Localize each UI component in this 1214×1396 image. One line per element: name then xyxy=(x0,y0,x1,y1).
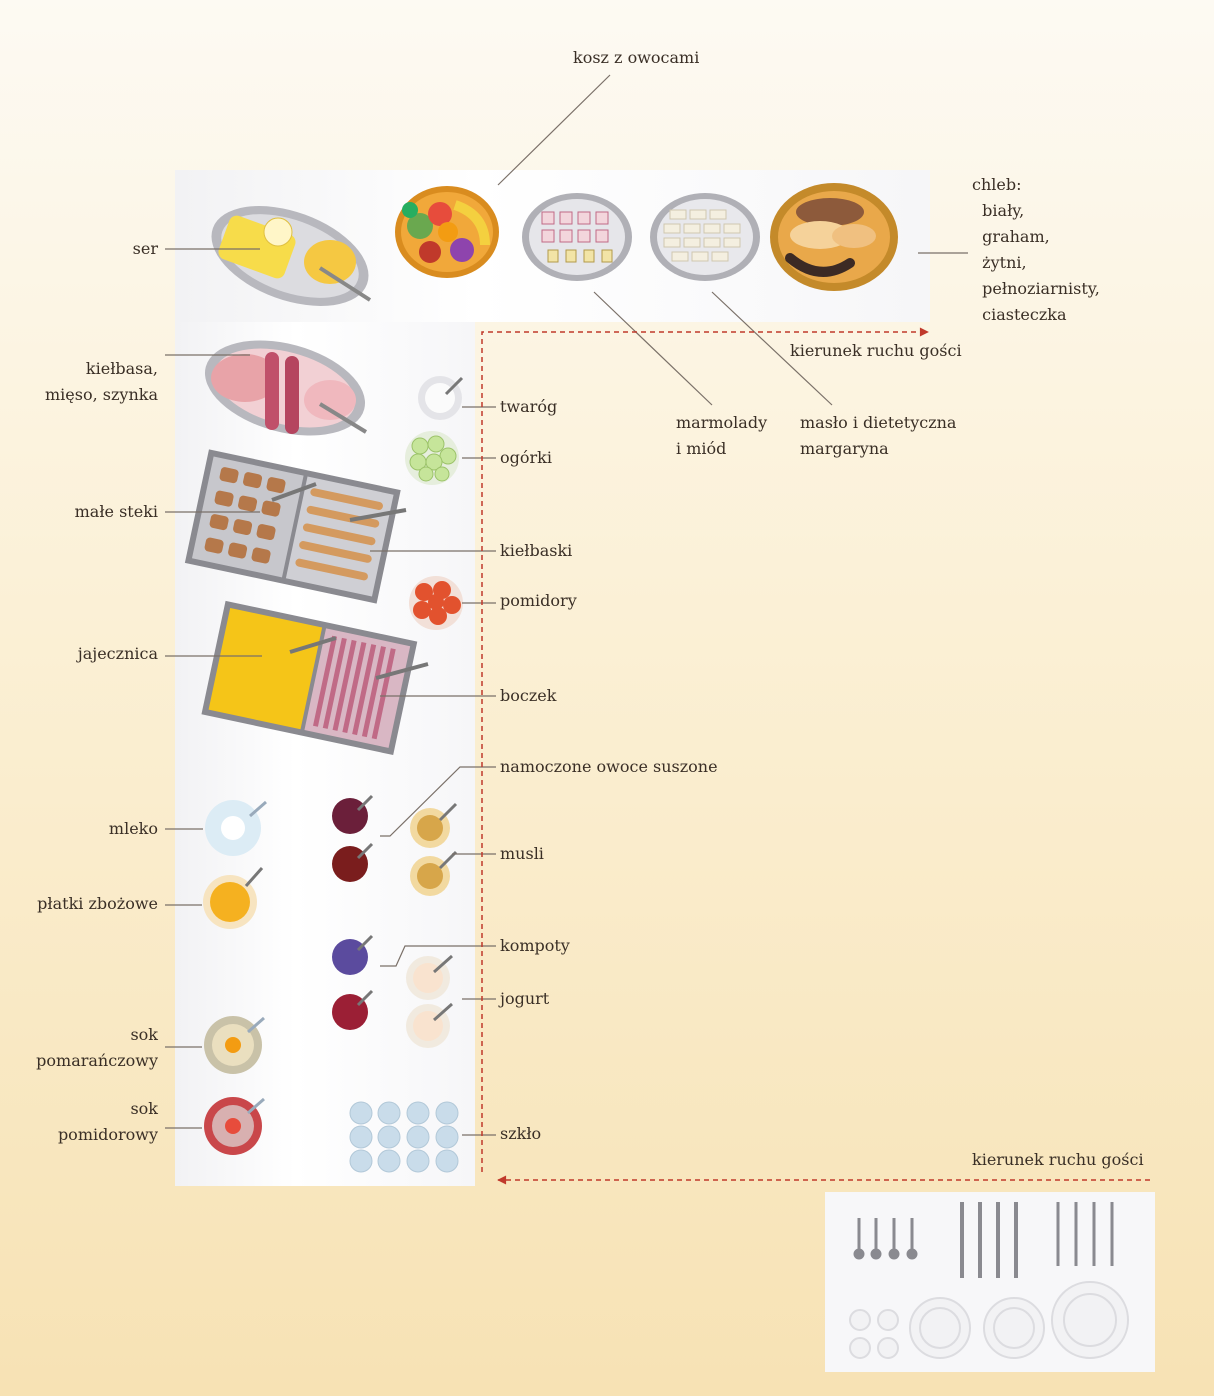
label-milk: mleko xyxy=(109,816,158,842)
label-tomato-juice: sok pomidorowy xyxy=(58,1096,158,1148)
label-steaks: małe steki xyxy=(75,499,158,525)
label-yogurt: jogurt xyxy=(500,986,549,1012)
label-guest-flow-bottom: kierunek ruchu gości xyxy=(972,1147,1144,1173)
label-cheese: ser xyxy=(133,236,158,262)
label-cereal: płatki zbożowe xyxy=(37,891,158,917)
label-scrambled-eggs: jajecznica xyxy=(78,641,158,667)
label-jams: marmolady i miód xyxy=(676,410,767,462)
label-tomatoes: pomidory xyxy=(500,588,577,614)
label-cold-meats: kiełbasa, mięso, szynka xyxy=(45,356,158,408)
label-bread: chleb: biały, graham, żytni, pełnoziarni… xyxy=(972,172,1100,328)
label-fruit-basket: kosz z owocami xyxy=(573,45,699,71)
label-orange-juice: sok pomarańczowy xyxy=(36,1022,158,1074)
label-curd: twaróg xyxy=(500,394,557,420)
label-compotes: kompoty xyxy=(500,933,570,959)
label-bacon: boczek xyxy=(500,683,556,709)
label-cucumbers: ogórki xyxy=(500,445,552,471)
label-guest-flow-top: kierunek ruchu gości xyxy=(790,338,962,364)
label-muesli: musli xyxy=(500,841,544,867)
label-dried-fruit: namoczone owoce suszone xyxy=(500,754,718,780)
label-butter: masło i dietetyczna margaryna xyxy=(800,410,956,462)
label-glass: szkło xyxy=(500,1121,541,1147)
label-sausages: kiełbaski xyxy=(500,538,572,564)
